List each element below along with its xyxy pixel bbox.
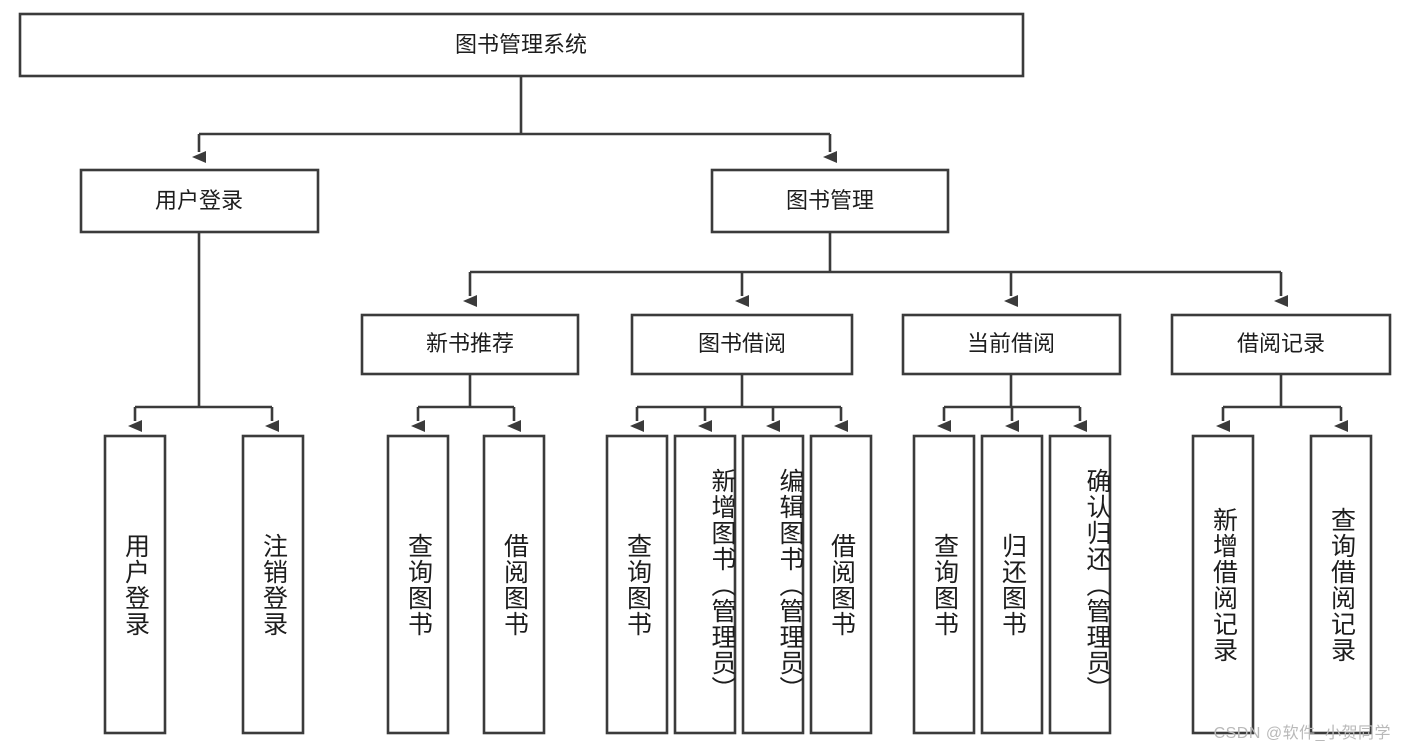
node-leaf-add-record-label: 新增借阅记录 — [1209, 506, 1238, 663]
node-leaf-query-book-1-label: 查询图书 — [404, 532, 433, 637]
node-borrow-record[interactable]: 借阅记录 — [1170, 313, 1392, 376]
node-root-box[interactable] — [18, 12, 1025, 78]
node-leaf-borrow-book-2-label: 借阅图书 — [827, 532, 856, 637]
node-user-login-box[interactable] — [79, 168, 320, 234]
node-leaf-borrow-book-1-box[interactable] — [482, 434, 546, 735]
node-leaf-query-book-3-box[interactable] — [912, 434, 976, 735]
node-root-label: 图书管理系统 — [455, 32, 587, 57]
node-leaf-borrow-book-2-box[interactable] — [809, 434, 873, 735]
node-new-book-recommend-label: 新书推荐 — [426, 331, 514, 356]
node-leaf-query-book-1-box[interactable] — [386, 434, 450, 735]
node-leaf-add-book-box[interactable] — [673, 434, 737, 735]
node-leaf-borrow-book-1-label: 借阅图书 — [500, 532, 529, 637]
node-current-borrow[interactable]: 当前借阅 — [901, 313, 1122, 376]
node-leaf-edit-book[interactable]: 编辑图书（管理员） — [741, 434, 805, 735]
node-user-login-label: 用户登录 — [155, 188, 243, 213]
node-leaf-edit-book-label: 编辑图书（管理员） — [776, 467, 803, 702]
node-leaf-query-book-3[interactable]: 查询图书 — [912, 434, 976, 735]
node-new-book-recommend-box[interactable] — [360, 313, 580, 376]
node-leaf-edit-book-box[interactable] — [741, 434, 805, 735]
node-leaf-query-book-2[interactable]: 查询图书 — [605, 434, 669, 735]
node-leaf-return-book-box[interactable] — [980, 434, 1044, 735]
node-leaf-query-book-1[interactable]: 查询图书 — [386, 434, 450, 735]
node-book-management[interactable]: 图书管理 — [710, 168, 950, 234]
node-leaf-user-login-box[interactable] — [103, 434, 167, 735]
node-book-borrow-box[interactable] — [630, 313, 854, 376]
node-leaf-confirm-return-label: 确认归还（管理员） — [1083, 467, 1110, 702]
leaf-layer: 用户登录 注销登录 查询图书 借阅图书 — [103, 434, 1373, 735]
node-leaf-query-book-2-box[interactable] — [605, 434, 669, 735]
node-leaf-add-record[interactable]: 新增借阅记录 — [1191, 434, 1255, 735]
node-book-borrow-label: 图书借阅 — [698, 331, 786, 356]
node-leaf-query-record-box[interactable] — [1309, 434, 1373, 735]
node-leaf-query-record-label: 查询借阅记录 — [1327, 506, 1356, 663]
node-leaf-add-book-label: 新增图书（管理员） — [708, 467, 735, 702]
node-leaf-user-login[interactable]: 用户登录 — [103, 434, 167, 735]
node-borrow-record-box[interactable] — [1170, 313, 1392, 376]
node-leaf-user-login-label: 用户登录 — [121, 532, 150, 637]
node-leaf-confirm-return-box[interactable] — [1048, 434, 1112, 735]
node-borrow-record-label: 借阅记录 — [1237, 331, 1325, 356]
node-root[interactable]: 图书管理系统 — [18, 12, 1025, 78]
node-leaf-query-record[interactable]: 查询借阅记录 — [1309, 434, 1373, 735]
node-book-borrow[interactable]: 图书借阅 — [630, 313, 854, 376]
node-leaf-logout[interactable]: 注销登录 — [241, 434, 305, 735]
node-leaf-logout-box[interactable] — [241, 434, 305, 735]
node-current-borrow-label: 当前借阅 — [967, 331, 1055, 356]
node-leaf-borrow-book-1[interactable]: 借阅图书 — [482, 434, 546, 735]
node-leaf-add-book[interactable]: 新增图书（管理员） — [673, 434, 737, 735]
node-leaf-add-record-box[interactable] — [1191, 434, 1255, 735]
node-user-login[interactable]: 用户登录 — [79, 168, 320, 234]
node-leaf-query-book-3-label: 查询图书 — [930, 532, 959, 637]
node-leaf-logout-label: 注销登录 — [259, 532, 288, 637]
node-leaf-query-book-2-label: 查询图书 — [623, 532, 652, 637]
node-book-management-label: 图书管理 — [786, 188, 874, 213]
connector-layer — [128, 76, 1348, 432]
node-current-borrow-box[interactable] — [901, 313, 1122, 376]
node-new-book-recommend[interactable]: 新书推荐 — [360, 313, 580, 376]
node-leaf-borrow-book-2[interactable]: 借阅图书 — [809, 434, 873, 735]
node-leaf-return-book[interactable]: 归还图书 — [980, 434, 1044, 735]
node-book-management-box[interactable] — [710, 168, 950, 234]
node-leaf-return-book-label: 归还图书 — [998, 532, 1027, 637]
node-leaf-confirm-return[interactable]: 确认归还（管理员） — [1048, 434, 1112, 735]
